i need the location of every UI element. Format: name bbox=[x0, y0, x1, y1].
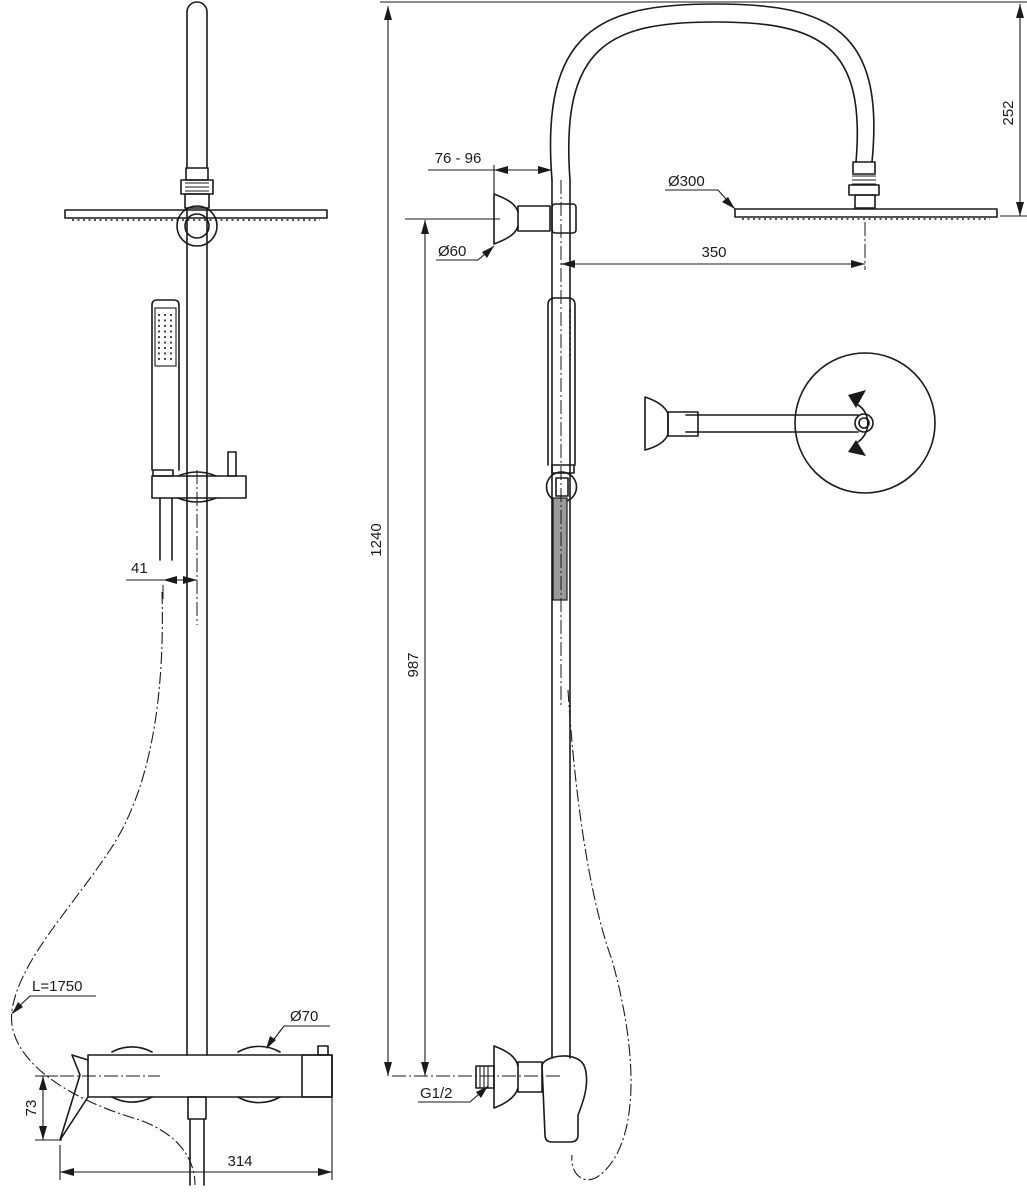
dim-rain-head-diameter: Ø300 bbox=[668, 173, 705, 190]
front-view bbox=[10, 1, 333, 1186]
dimension-lines bbox=[11, 1, 1027, 1180]
dim-outlet-height: 987 bbox=[405, 652, 422, 677]
dim-hose-length: L=1750 bbox=[32, 978, 82, 995]
top-view-detail bbox=[644, 352, 936, 494]
dimension-labels: 1240 987 252 350 76 - 96 Ø300 Ø60 Ø70 L=… bbox=[23, 100, 1017, 1170]
dim-total-height: 1240 bbox=[368, 523, 385, 556]
dim-arm-reach: 350 bbox=[701, 244, 726, 261]
side-view bbox=[392, 3, 998, 1181]
dim-inlet-thread: G1/2 bbox=[420, 1085, 453, 1102]
dim-hand-shower-offset: 41 bbox=[131, 560, 148, 577]
dim-wall-offset: 76 - 96 bbox=[435, 150, 482, 167]
dim-rosette-diameter: Ø70 bbox=[290, 1008, 318, 1025]
dim-mixer-width: 314 bbox=[227, 1153, 252, 1170]
dim-arm-drop: 252 bbox=[1000, 100, 1017, 125]
dim-flange-diameter: Ø60 bbox=[438, 243, 466, 260]
dim-mixer-height: 73 bbox=[23, 1100, 40, 1117]
